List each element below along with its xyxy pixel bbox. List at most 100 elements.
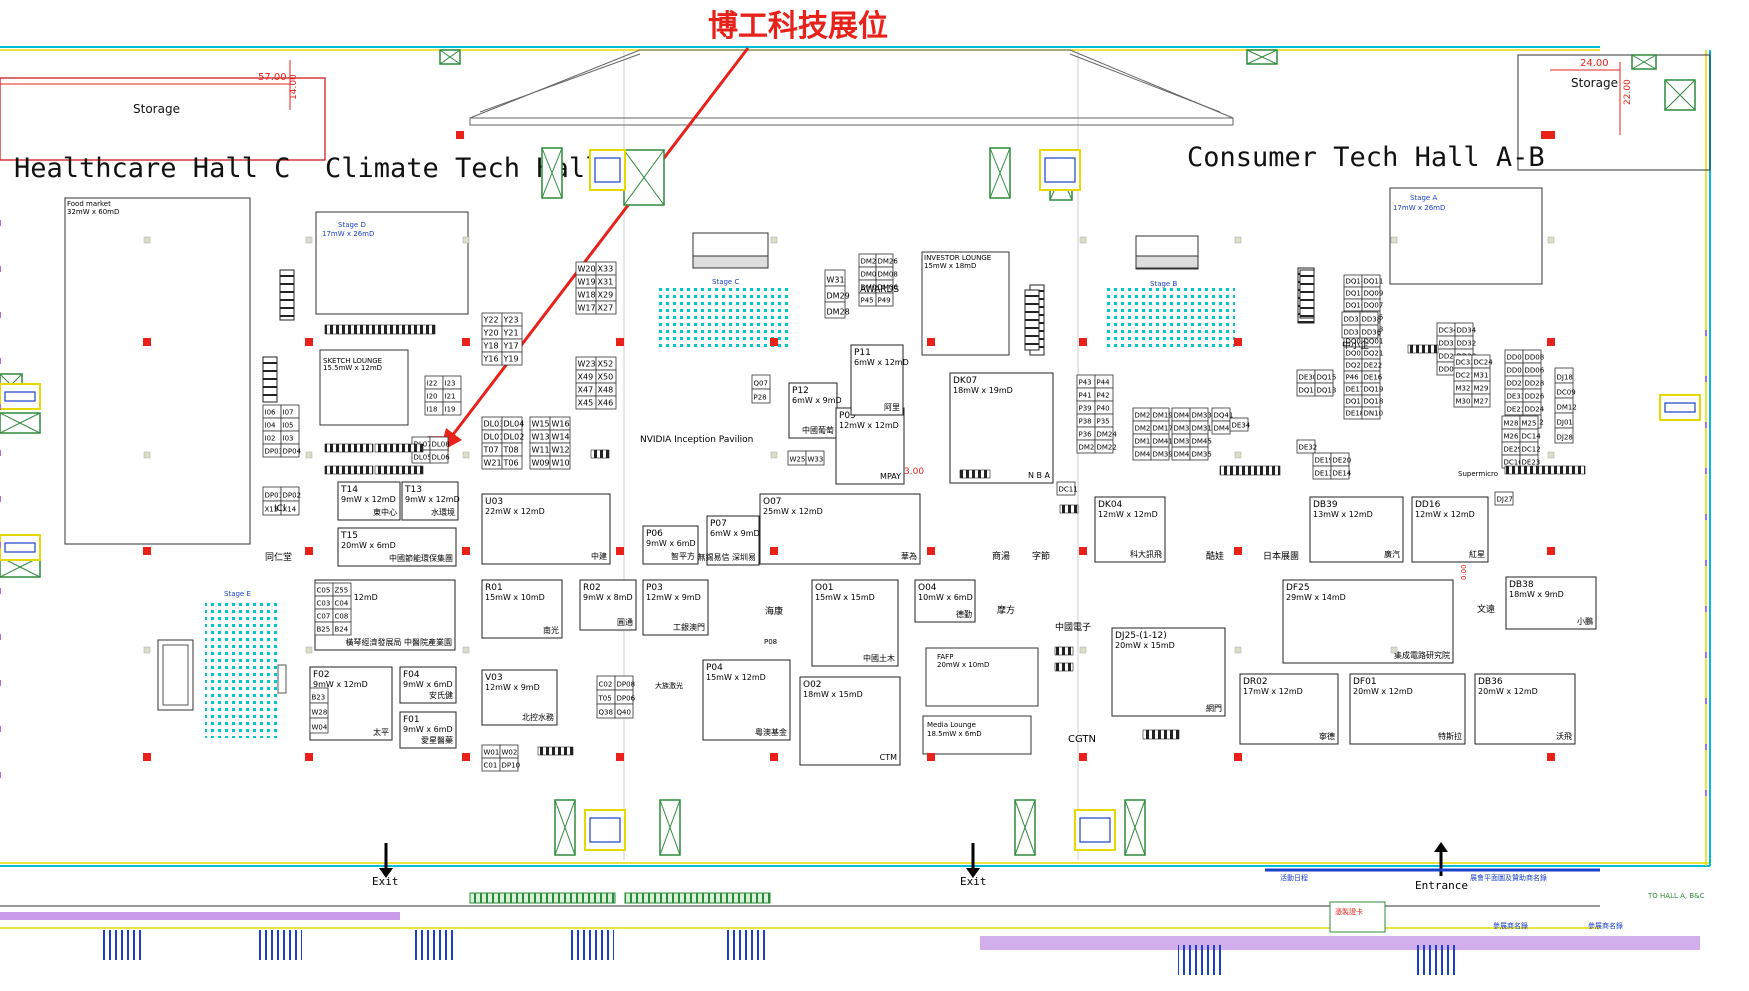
svg-text:Y17: Y17 bbox=[503, 342, 519, 351]
exit-marker-1: Exit bbox=[372, 843, 399, 888]
svg-text:DP03: DP03 bbox=[265, 448, 284, 456]
small-booth-dq07: DQ07 bbox=[1361, 298, 1383, 312]
svg-text:DJ27: DJ27 bbox=[1497, 496, 1513, 504]
svg-text:DD26: DD26 bbox=[1525, 393, 1545, 401]
annotation-title: 博工科技展位 bbox=[708, 9, 888, 44]
svg-text:DP02: DP02 bbox=[283, 492, 302, 500]
svg-text:Stage B: Stage B bbox=[1150, 280, 1177, 288]
svg-text:P42: P42 bbox=[1097, 392, 1110, 400]
svg-text:I23: I23 bbox=[445, 380, 456, 388]
svg-text:DK07: DK07 bbox=[953, 376, 977, 386]
small-booth-w02: W02 bbox=[499, 744, 519, 759]
svg-text:DM47: DM47 bbox=[1214, 425, 1234, 433]
small-booth-x52: X52 bbox=[595, 356, 617, 371]
small-booth-c02: C02 bbox=[596, 675, 616, 691]
svg-text:科大訊飛: 科大訊飛 bbox=[1130, 549, 1162, 559]
svg-text:Y20: Y20 bbox=[483, 329, 499, 338]
svg-text:DC12: DC12 bbox=[1522, 446, 1541, 454]
svg-text:DM19: DM19 bbox=[1153, 412, 1173, 420]
storage-left-width: 57.00 bbox=[258, 72, 287, 83]
svg-text:DE19: DE19 bbox=[1315, 457, 1334, 465]
small-booth-x45: X45 bbox=[575, 395, 597, 410]
barrier-13 bbox=[1054, 662, 1074, 672]
small-booth-m28: M28 bbox=[1501, 415, 1521, 430]
svg-text:M25: M25 bbox=[1522, 420, 1537, 428]
column-3 bbox=[305, 338, 313, 346]
svg-text:C04: C04 bbox=[335, 600, 349, 608]
svg-text:Stage C: Stage C bbox=[712, 278, 739, 286]
column-21 bbox=[1234, 338, 1242, 346]
small-booth-dc33: DC33 bbox=[1453, 354, 1475, 369]
svg-text:DD35: DD35 bbox=[1344, 329, 1364, 337]
svg-text:DC11: DC11 bbox=[1059, 486, 1078, 494]
svg-text:DD07: DD07 bbox=[1507, 354, 1527, 362]
svg-text:DM42: DM42 bbox=[1135, 451, 1155, 459]
svg-text:DE32: DE32 bbox=[1299, 444, 1318, 452]
svg-text:T05: T05 bbox=[598, 695, 612, 703]
small-booth-y19: Y19 bbox=[501, 351, 523, 366]
small-booth-dd28: DD28 bbox=[1522, 375, 1544, 390]
svg-text:C01: C01 bbox=[484, 762, 498, 770]
pillar-6 bbox=[462, 236, 470, 244]
small-booth-m31: M31 bbox=[1471, 367, 1491, 382]
svg-text:X46: X46 bbox=[598, 399, 614, 408]
small-booth-dm24: DM24 bbox=[1094, 426, 1117, 441]
svg-text:W23: W23 bbox=[578, 360, 596, 369]
turnstile-1 bbox=[258, 930, 302, 960]
small-booth-c05: C05 bbox=[314, 582, 334, 597]
small-booth-dm35: DM35 bbox=[1189, 446, 1212, 461]
svg-text:C08: C08 bbox=[335, 613, 349, 621]
svg-text:P49: P49 bbox=[878, 297, 891, 305]
svg-text:P38: P38 bbox=[1079, 418, 1092, 426]
storage-left-label: Storage bbox=[133, 102, 180, 116]
svg-text:17mW x 26mD: 17mW x 26mD bbox=[1393, 204, 1445, 212]
svg-text:阿里: 阿里 bbox=[884, 403, 900, 412]
svg-text:Q40: Q40 bbox=[617, 709, 631, 717]
small-booth-c08: C08 bbox=[332, 608, 352, 623]
column-0 bbox=[143, 338, 151, 346]
small-booth-dq18: DQ18 bbox=[1361, 394, 1383, 408]
svg-text:DM25: DM25 bbox=[1079, 444, 1099, 452]
svg-text:18mW x 9mD: 18mW x 9mD bbox=[1509, 590, 1564, 599]
svg-text:6mW x 9mD: 6mW x 9mD bbox=[710, 529, 760, 538]
svg-text:DM26: DM26 bbox=[878, 258, 899, 266]
small-booth-y18: Y18 bbox=[481, 338, 503, 353]
svg-text:DQ41: DQ41 bbox=[1214, 412, 1234, 420]
svg-text:P45: P45 bbox=[861, 297, 874, 305]
svg-text:15mW x 12mD: 15mW x 12mD bbox=[706, 673, 766, 682]
pillar-19 bbox=[1547, 451, 1555, 459]
svg-text:Entrance: Entrance bbox=[1415, 879, 1468, 892]
activity-schedule: 活動日程 bbox=[1280, 873, 1308, 882]
small-booth-z55: Z55 bbox=[332, 582, 352, 597]
svg-text:T06: T06 bbox=[503, 459, 519, 468]
small-booth-x49: X49 bbox=[575, 369, 597, 384]
svg-text:DE34: DE34 bbox=[1232, 422, 1251, 430]
svg-text:DQ11: DQ11 bbox=[1364, 278, 1384, 286]
svg-text:17mW x 26mD: 17mW x 26mD bbox=[322, 230, 374, 238]
svg-text:華為: 華為 bbox=[901, 551, 917, 561]
svg-text:Food market: Food market bbox=[67, 200, 111, 208]
turnstile-3 bbox=[570, 930, 614, 960]
small-booth-w12: W12 bbox=[549, 442, 571, 457]
svg-text:DM08: DM08 bbox=[878, 271, 898, 279]
svg-text:Q07: Q07 bbox=[754, 380, 768, 388]
svg-text:DF01: DF01 bbox=[1353, 677, 1377, 687]
svg-text:DQ16: DQ16 bbox=[1299, 387, 1319, 395]
svg-text:I02: I02 bbox=[265, 435, 276, 443]
svg-text:SKETCH LOUNGE: SKETCH LOUNGE bbox=[323, 357, 382, 365]
svg-text:25mW x 12mD: 25mW x 12mD bbox=[763, 507, 823, 516]
svg-text:DQ15: DQ15 bbox=[1317, 374, 1337, 382]
pillar-3 bbox=[305, 236, 313, 244]
barrier-7 bbox=[590, 449, 610, 459]
svg-text:DB36: DB36 bbox=[1478, 677, 1503, 687]
svg-text:DD27: DD27 bbox=[1507, 380, 1527, 388]
turnstile-0 bbox=[100, 930, 144, 960]
stage-c: Stage C bbox=[655, 232, 790, 350]
